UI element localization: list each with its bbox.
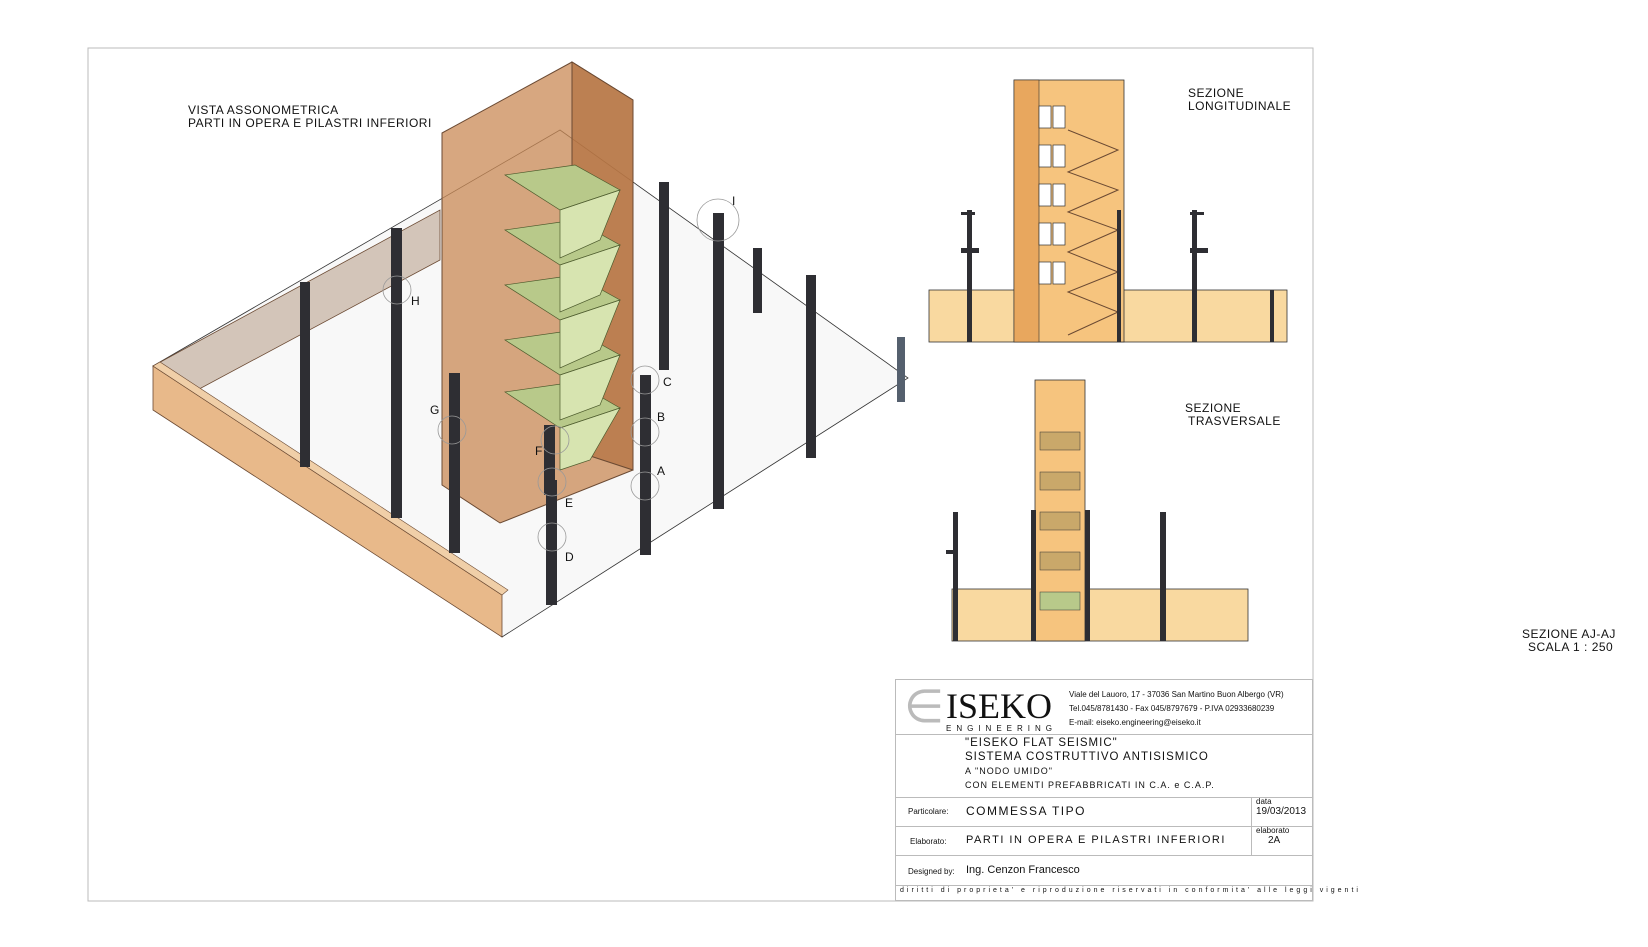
base-slab: [951, 588, 1249, 642]
axonometric-view: A B C D E F G H I VISTA ASSONOMETRICA PA…: [152, 61, 909, 638]
drawing-number-value: 2A: [1268, 835, 1281, 846]
column: [897, 337, 905, 402]
longitudinal-title: SEZIONE: [1188, 86, 1244, 100]
particolare-label: Particolare:: [908, 807, 949, 816]
project-description: "EISEKO FLAT SEISMIC" SISTEMA COSTRUTTIV…: [896, 734, 1312, 798]
column-label-e: E: [565, 496, 574, 510]
column-label-b: B: [657, 410, 666, 424]
company-logo: ∈ ISEKO ENGINEERING: [902, 681, 1052, 734]
company-address: Viale del Lauoro, 17 - 37036 San Martino…: [1069, 690, 1284, 699]
column-label-d: D: [565, 550, 574, 564]
project-line: "EISEKO FLAT SEISMIC": [965, 737, 1118, 749]
drawing-number-label: elaborato: [1256, 826, 1290, 835]
column-label-g: G: [430, 403, 440, 417]
longitudinal-section: SEZIONE LONGITUDINALE: [928, 79, 1291, 343]
particolare-row: Particolare: COMMESSA TIPO data 19/03/20…: [896, 797, 1312, 827]
column: [753, 248, 762, 313]
company-email: E-mail: eiseko.engineering@eiseko.it: [1069, 718, 1201, 727]
column-c: [640, 375, 651, 555]
column-f: [544, 425, 555, 495]
designer-value: Ing. Cenzon Francesco: [966, 864, 1080, 876]
transversal-section: SEZIONE TRASVERSALE: [946, 379, 1281, 642]
sheet-frame: [87, 47, 1314, 902]
stair-flights: [504, 164, 621, 471]
date-value: 19/03/2013: [1256, 806, 1307, 817]
project-line: SISTEMA COSTRUTTIVO ANTISISMICO: [965, 751, 1209, 763]
longitudinal-subtitle: LONGITUDINALE: [1188, 99, 1291, 113]
logo-subtitle: ENGINEERING: [946, 724, 1058, 733]
logo-e-icon: ∈: [904, 681, 945, 732]
title-block: ∈ ISEKO ENGINEERING Viale del Lauoro, 17…: [895, 679, 1358, 901]
axonometric-title: VISTA ASSONOMETRICA: [188, 103, 339, 117]
company-contacts: Tel.045/8781430 - Fax 045/8797679 - P.IV…: [1069, 704, 1275, 713]
elaborato-value: PARTI IN OPERA E PILASTRI INFERIORI: [966, 834, 1226, 846]
designer-row: Designed by: Ing. Cenzon Francesco: [896, 855, 1312, 886]
axonometric-subtitle: PARTI IN OPERA E PILASTRI INFERIORI: [188, 116, 432, 130]
column-label-h: H: [411, 294, 420, 308]
transversal-title: SEZIONE: [1185, 401, 1241, 415]
column: [806, 275, 816, 458]
section-note-scale: SCALA 1 : 250: [1528, 640, 1613, 654]
column-g: [449, 373, 460, 553]
rights-notice: diritti di proprieta' e riproduzione ris…: [900, 887, 1361, 894]
columns: [300, 182, 905, 605]
column: [659, 182, 669, 370]
detail-circles: [382, 198, 740, 552]
column-label-c: C: [663, 375, 672, 389]
designer-label: Designed by:: [908, 867, 955, 876]
section-note-title: SEZIONE AJ-AJ: [1522, 627, 1616, 641]
column: [300, 282, 310, 467]
column-label-i: I: [732, 194, 736, 208]
front-left-wall-top: [152, 361, 509, 596]
date-label: data: [1256, 797, 1272, 806]
project-line: A "NODO UMIDO": [965, 766, 1053, 776]
particolare-value: COMMESSA TIPO: [966, 804, 1086, 818]
column-label-a: A: [657, 464, 666, 478]
column-label-f: F: [535, 444, 543, 458]
column-d: [546, 480, 557, 605]
column-i: [713, 213, 724, 509]
project-line: CON ELEMENTI PREFABBRICATI IN C.A. e C.A…: [965, 780, 1215, 790]
title-block-header: ∈ ISEKO ENGINEERING Viale del Lauoro, 17…: [896, 680, 1312, 735]
logo-name: ISEKO: [946, 686, 1052, 726]
elaborato-label: Elaborato:: [910, 837, 947, 846]
transversal-subtitle: TRASVERSALE: [1188, 414, 1281, 428]
column-h: [391, 228, 402, 518]
elaborato-row: Elaborato: PARTI IN OPERA E PILASTRI INF…: [896, 826, 1312, 856]
